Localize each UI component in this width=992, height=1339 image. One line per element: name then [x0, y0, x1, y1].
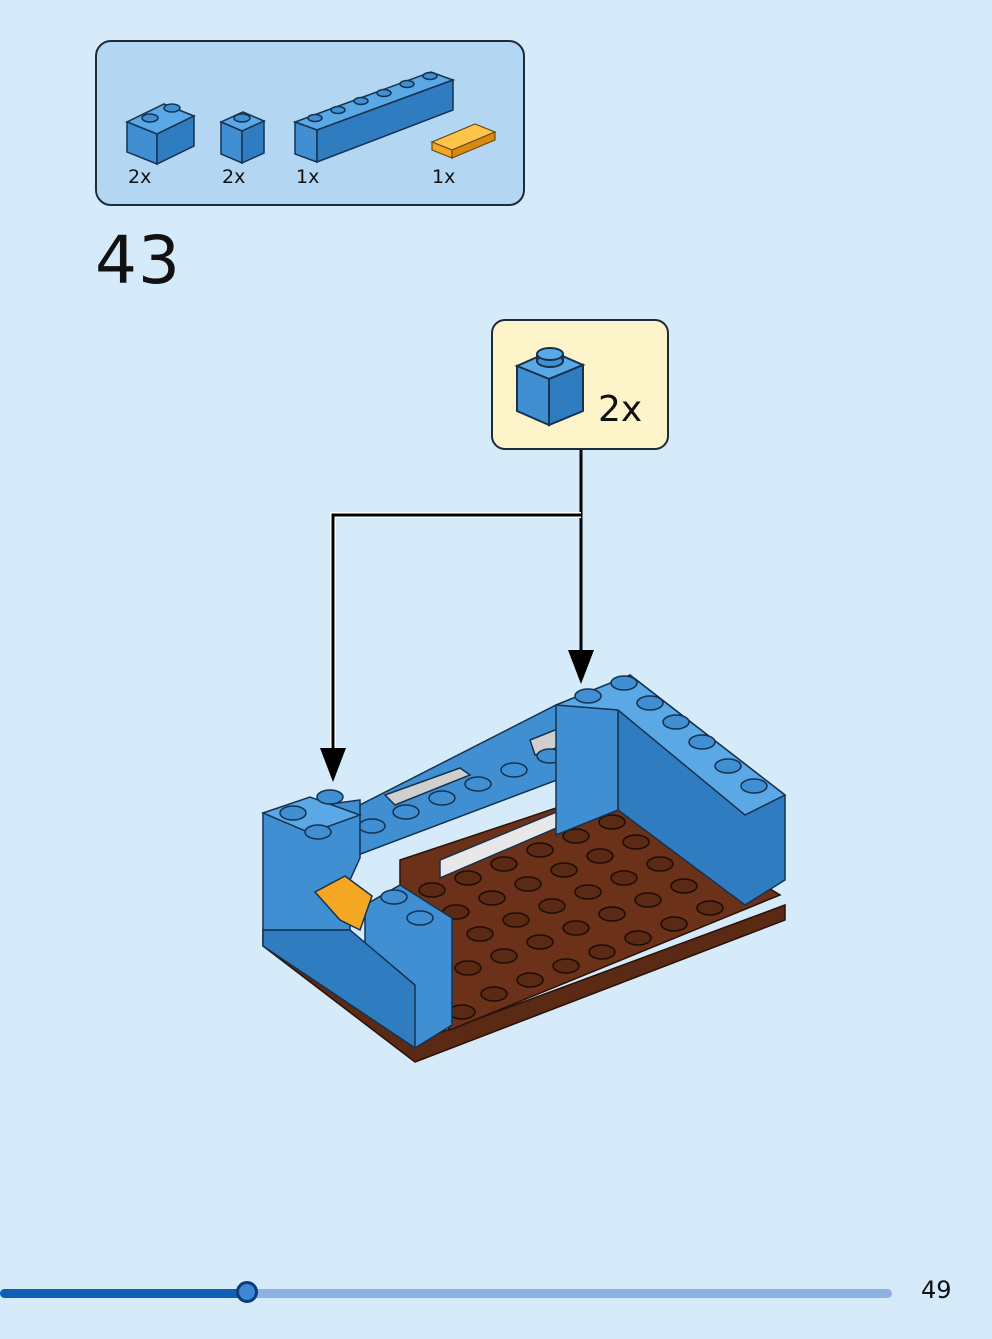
right-wall	[555, 673, 787, 906]
brick-1x1-icon	[219, 111, 266, 165]
step-parts-callout: 2x	[491, 319, 669, 450]
progress-knob[interactable]	[236, 1281, 259, 1303]
brick-1x8-icon	[292, 71, 456, 164]
placement-arrows	[330, 450, 583, 752]
step-number: 43	[95, 222, 181, 299]
parts-list-illustrations	[125, 71, 497, 166]
right-wall-studs	[574, 675, 768, 794]
tile-1x2-yellow-icon	[430, 123, 497, 159]
brick-1x2-icon	[125, 103, 196, 166]
page-number: 49	[921, 1276, 952, 1304]
arrow-head-left	[320, 748, 346, 782]
arrow-head-right	[568, 650, 594, 684]
part-qty-1x2: 2x	[128, 166, 152, 188]
callout-brick-1x1-icon	[514, 347, 586, 427]
parts-list-panel: 2x 2x 1x 1x	[95, 40, 525, 206]
progress-bar[interactable]	[0, 1281, 892, 1303]
left-wall-studs	[279, 789, 434, 926]
plate-studs	[418, 814, 724, 1020]
part-qty-1x1: 2x	[222, 166, 246, 188]
model-illustration	[260, 450, 787, 1063]
callout-qty: 2x	[598, 389, 643, 430]
left-wall	[260, 796, 453, 1050]
part-qty-tile: 1x	[432, 166, 456, 188]
part-qty-1x8: 1x	[296, 166, 320, 188]
progress-fill	[0, 1289, 248, 1298]
back-wall-studs	[358, 748, 564, 834]
